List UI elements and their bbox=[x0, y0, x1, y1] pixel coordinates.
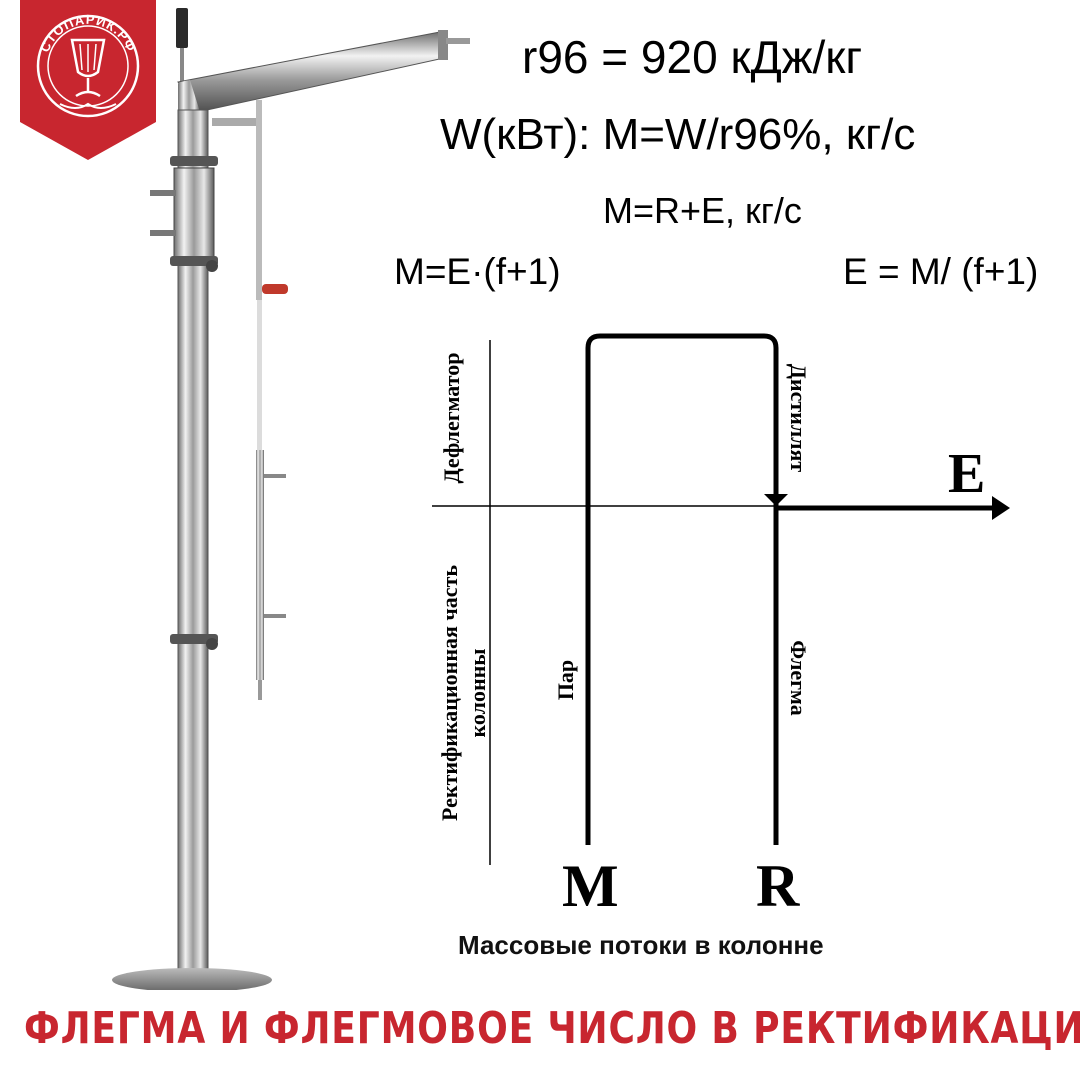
label-reflux: Флегма bbox=[786, 640, 811, 716]
letter-m: M bbox=[562, 853, 619, 919]
formula-power: W(кВт): M=W/r96%, кг/с bbox=[440, 110, 916, 159]
logo-emblem-icon: СТОПАРИК.РФ bbox=[20, 0, 156, 160]
formula-mass-balance: M=R+E, кг/с bbox=[603, 190, 802, 231]
formula-r96: r96 = 920 кДж/кг bbox=[522, 31, 863, 83]
distillation-column-icon bbox=[112, 8, 470, 992]
footer-title: ФЛЕГМА И ФЛЕГМОВОЕ ЧИСЛО В РЕКТИФИКАЦИИ bbox=[24, 1003, 1080, 1054]
label-vapor: Пар bbox=[553, 659, 578, 701]
letter-e: E bbox=[948, 443, 986, 505]
down-arrow-icon bbox=[764, 494, 788, 506]
diagram-caption: Массовые потоки в колонне bbox=[458, 930, 824, 960]
flow-loop-path bbox=[585, 333, 779, 845]
formula-vapor: M=E·(f+1) bbox=[394, 251, 561, 292]
letter-r: R bbox=[756, 853, 800, 919]
formula-distillate: E = M/ (f+1) bbox=[843, 251, 1039, 292]
logo-badge: СТОПАРИК.РФ bbox=[20, 0, 156, 160]
label-rectification-line1: Ректификационная часть bbox=[437, 564, 462, 822]
label-dephlegmator: Дефлегматор bbox=[439, 352, 464, 484]
right-arrow-icon bbox=[992, 496, 1010, 520]
label-distillate: Дистиллят bbox=[786, 363, 811, 473]
label-rectification-line2: колонны bbox=[465, 648, 490, 738]
column-illustration bbox=[100, 0, 480, 992]
